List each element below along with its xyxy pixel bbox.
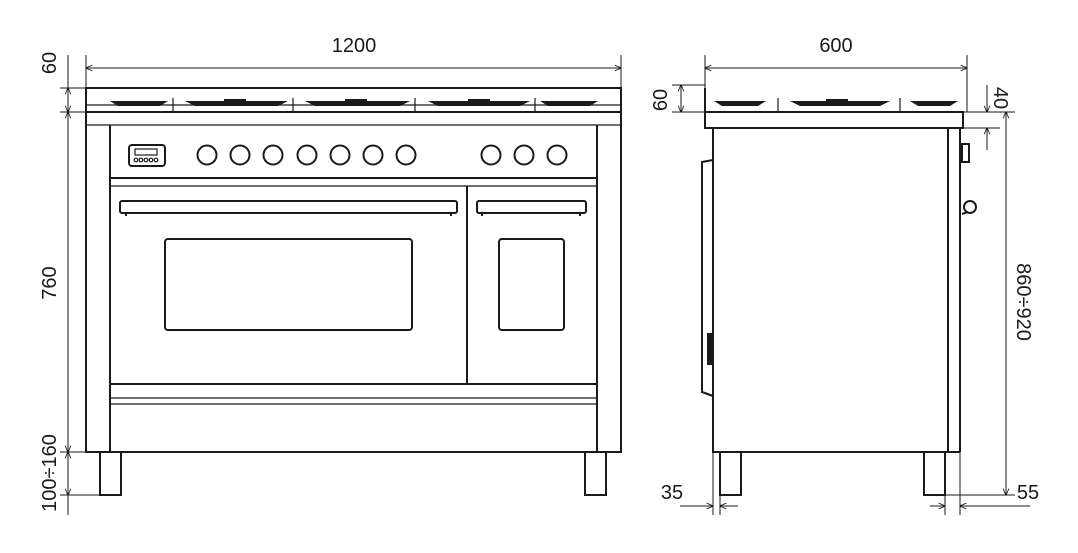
side-door-hinge [707,333,713,365]
top-offset-label: 60 [39,52,61,74]
knob [513,144,535,166]
total-height-label: 860÷920 [1012,263,1034,341]
depth-label: 600 [819,35,852,57]
side-pan-supports [714,98,958,112]
clock-display [128,144,166,167]
knob [362,144,384,166]
side-top-offset-label: 60 [650,89,672,111]
knob [296,144,318,166]
front-offset-label: 35 [661,482,683,504]
width-label: 1200 [332,35,377,57]
side-door-profile [701,159,714,397]
knob [262,144,284,166]
side-foot-rear [923,451,946,496]
body-height-label: 760 [39,266,61,299]
legs-height-label: 100÷160 [39,434,61,512]
knob [480,144,502,166]
front-pan-supports [110,98,598,112]
front-foot-right [584,451,607,496]
knob [196,144,218,166]
front-body [85,111,622,453]
rear-gas-inlet [963,200,977,214]
second-oven-handle [476,200,587,214]
front-foot-left [99,451,122,496]
main-oven-handle [119,200,458,214]
knob [395,144,417,166]
main-oven-window [164,238,413,331]
control-knobs [196,144,568,166]
side-foot-front [719,451,742,496]
knob [546,144,568,166]
knob [229,144,251,166]
second-oven-door [476,200,587,331]
front-view: 1200 60 760 100÷160 [39,35,622,515]
side-worktop [704,111,964,129]
side-view: 600 60 40 860÷920 35 55 [650,35,1039,515]
main-oven-door [119,186,468,384]
knob [329,144,351,166]
back-offset-label: 40 [989,87,1011,109]
side-body [712,127,949,453]
rear-connector [961,143,970,163]
rear-offset-label: 55 [1017,482,1039,504]
second-oven-window [498,238,565,331]
